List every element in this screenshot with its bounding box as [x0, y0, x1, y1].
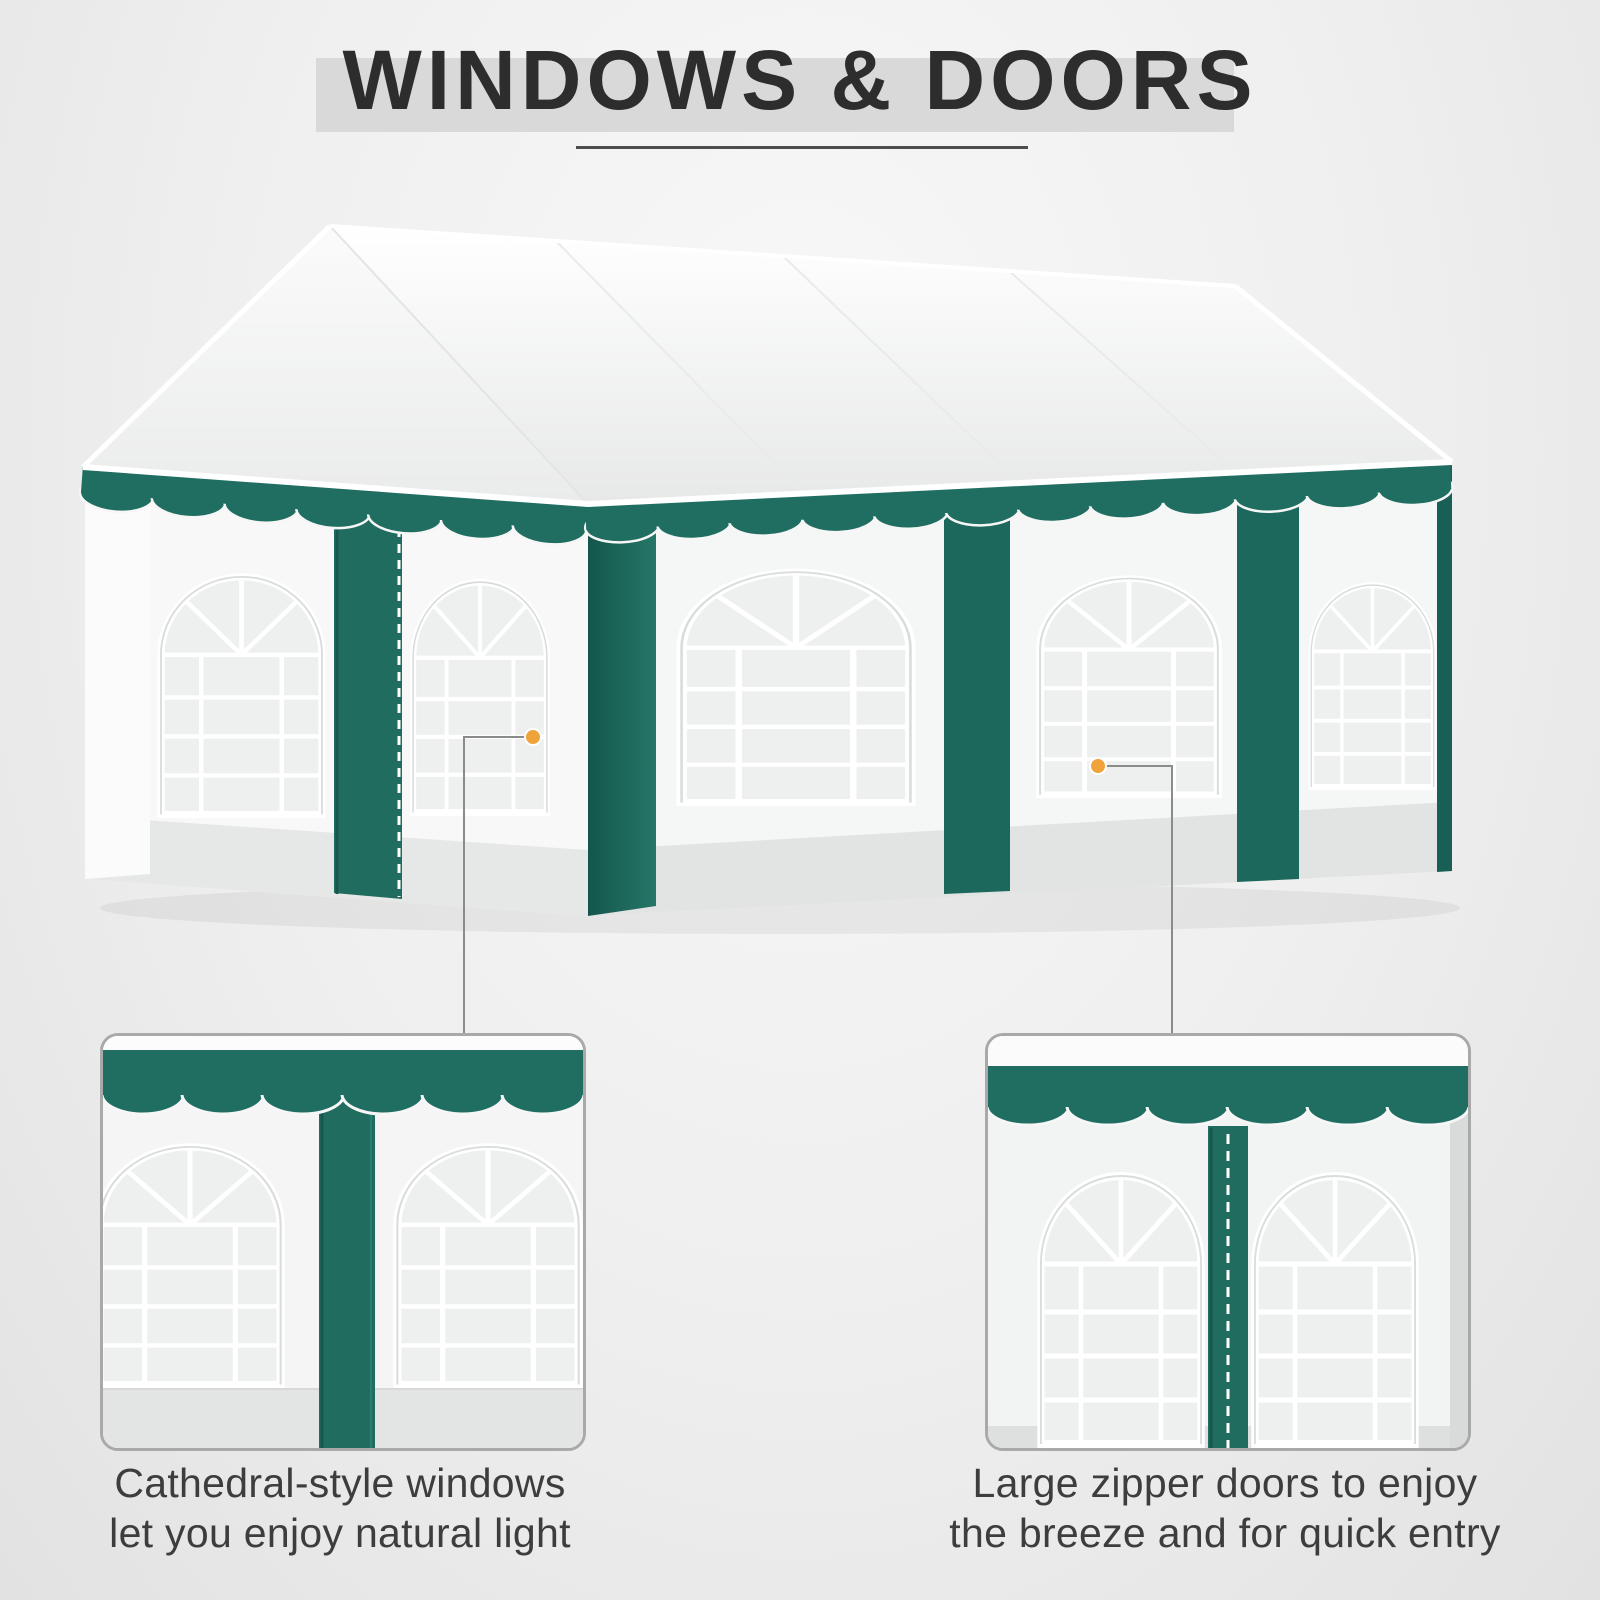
windows-detail-art [103, 1036, 583, 1448]
roof-seams [555, 240, 1237, 494]
side-corner-post-front [588, 501, 656, 916]
doors-detail-art [988, 1036, 1468, 1448]
side-corner-post-rear [1437, 464, 1452, 872]
detail-door-panel-left [1041, 1176, 1201, 1444]
detail-window-left [103, 1147, 281, 1385]
detail-roof-edge [988, 1036, 1468, 1066]
windows-caption-line1: Cathedral-style windows [114, 1460, 566, 1506]
doors-caption-line1: Large zipper doors to enjoy [972, 1460, 1478, 1506]
side-valance [583, 462, 1454, 544]
windows-callout-line [463, 736, 533, 1033]
side-arched-window-2 [1040, 579, 1218, 795]
detail-door-zipper-strip [1208, 1126, 1248, 1448]
detail-valance [988, 1066, 1468, 1127]
gable-corner-strip [85, 470, 150, 879]
tent-roof [81, 224, 1454, 508]
detail-green-divider [319, 1094, 375, 1448]
side-arched-window-3 [1311, 585, 1433, 787]
windows-detail-card [100, 1033, 586, 1451]
roof-ridge [329, 224, 1236, 288]
title-underline [576, 146, 1028, 149]
title-highlight-bar [316, 58, 1234, 132]
tent-side-wall [588, 464, 1452, 916]
page-title: WINDOWS & DOORS [342, 33, 1258, 127]
windows-callout-dot [524, 728, 542, 746]
side-arched-window-1 [682, 572, 911, 802]
tent-gable-wall [85, 470, 588, 916]
gable-arched-window-right [413, 582, 547, 812]
callout-annotations [463, 728, 1173, 1033]
doors-caption-line2: the breeze and for quick entry [949, 1510, 1501, 1557]
gable-valance [78, 465, 588, 546]
side-green-post-1 [944, 485, 1010, 894]
detail-corner-shade [1450, 1096, 1468, 1448]
doors-caption: Large zipper doors to enjoy the breeze a… [925, 1458, 1525, 1558]
gable-arched-window-left [161, 577, 322, 815]
windows-caption: Cathedral-style windows let you enjoy na… [40, 1458, 640, 1558]
doors-callout-line [1098, 765, 1173, 1033]
detail-door-panel-right [1255, 1176, 1415, 1444]
detail-roof-edge [103, 1036, 583, 1050]
doors-detail-card [985, 1033, 1471, 1451]
roof-gable-panel [83, 226, 588, 504]
detail-valance [103, 1050, 583, 1116]
side-green-post-2 [1237, 471, 1299, 882]
windows-caption-line2: let you enjoy natural light [109, 1510, 571, 1557]
gable-door-strip [334, 487, 402, 899]
side-wall-skirt [588, 802, 1450, 916]
roof-eave-fascia [82, 459, 1453, 508]
doors-callout-dot [1089, 757, 1107, 775]
detail-window-right [397, 1147, 578, 1385]
